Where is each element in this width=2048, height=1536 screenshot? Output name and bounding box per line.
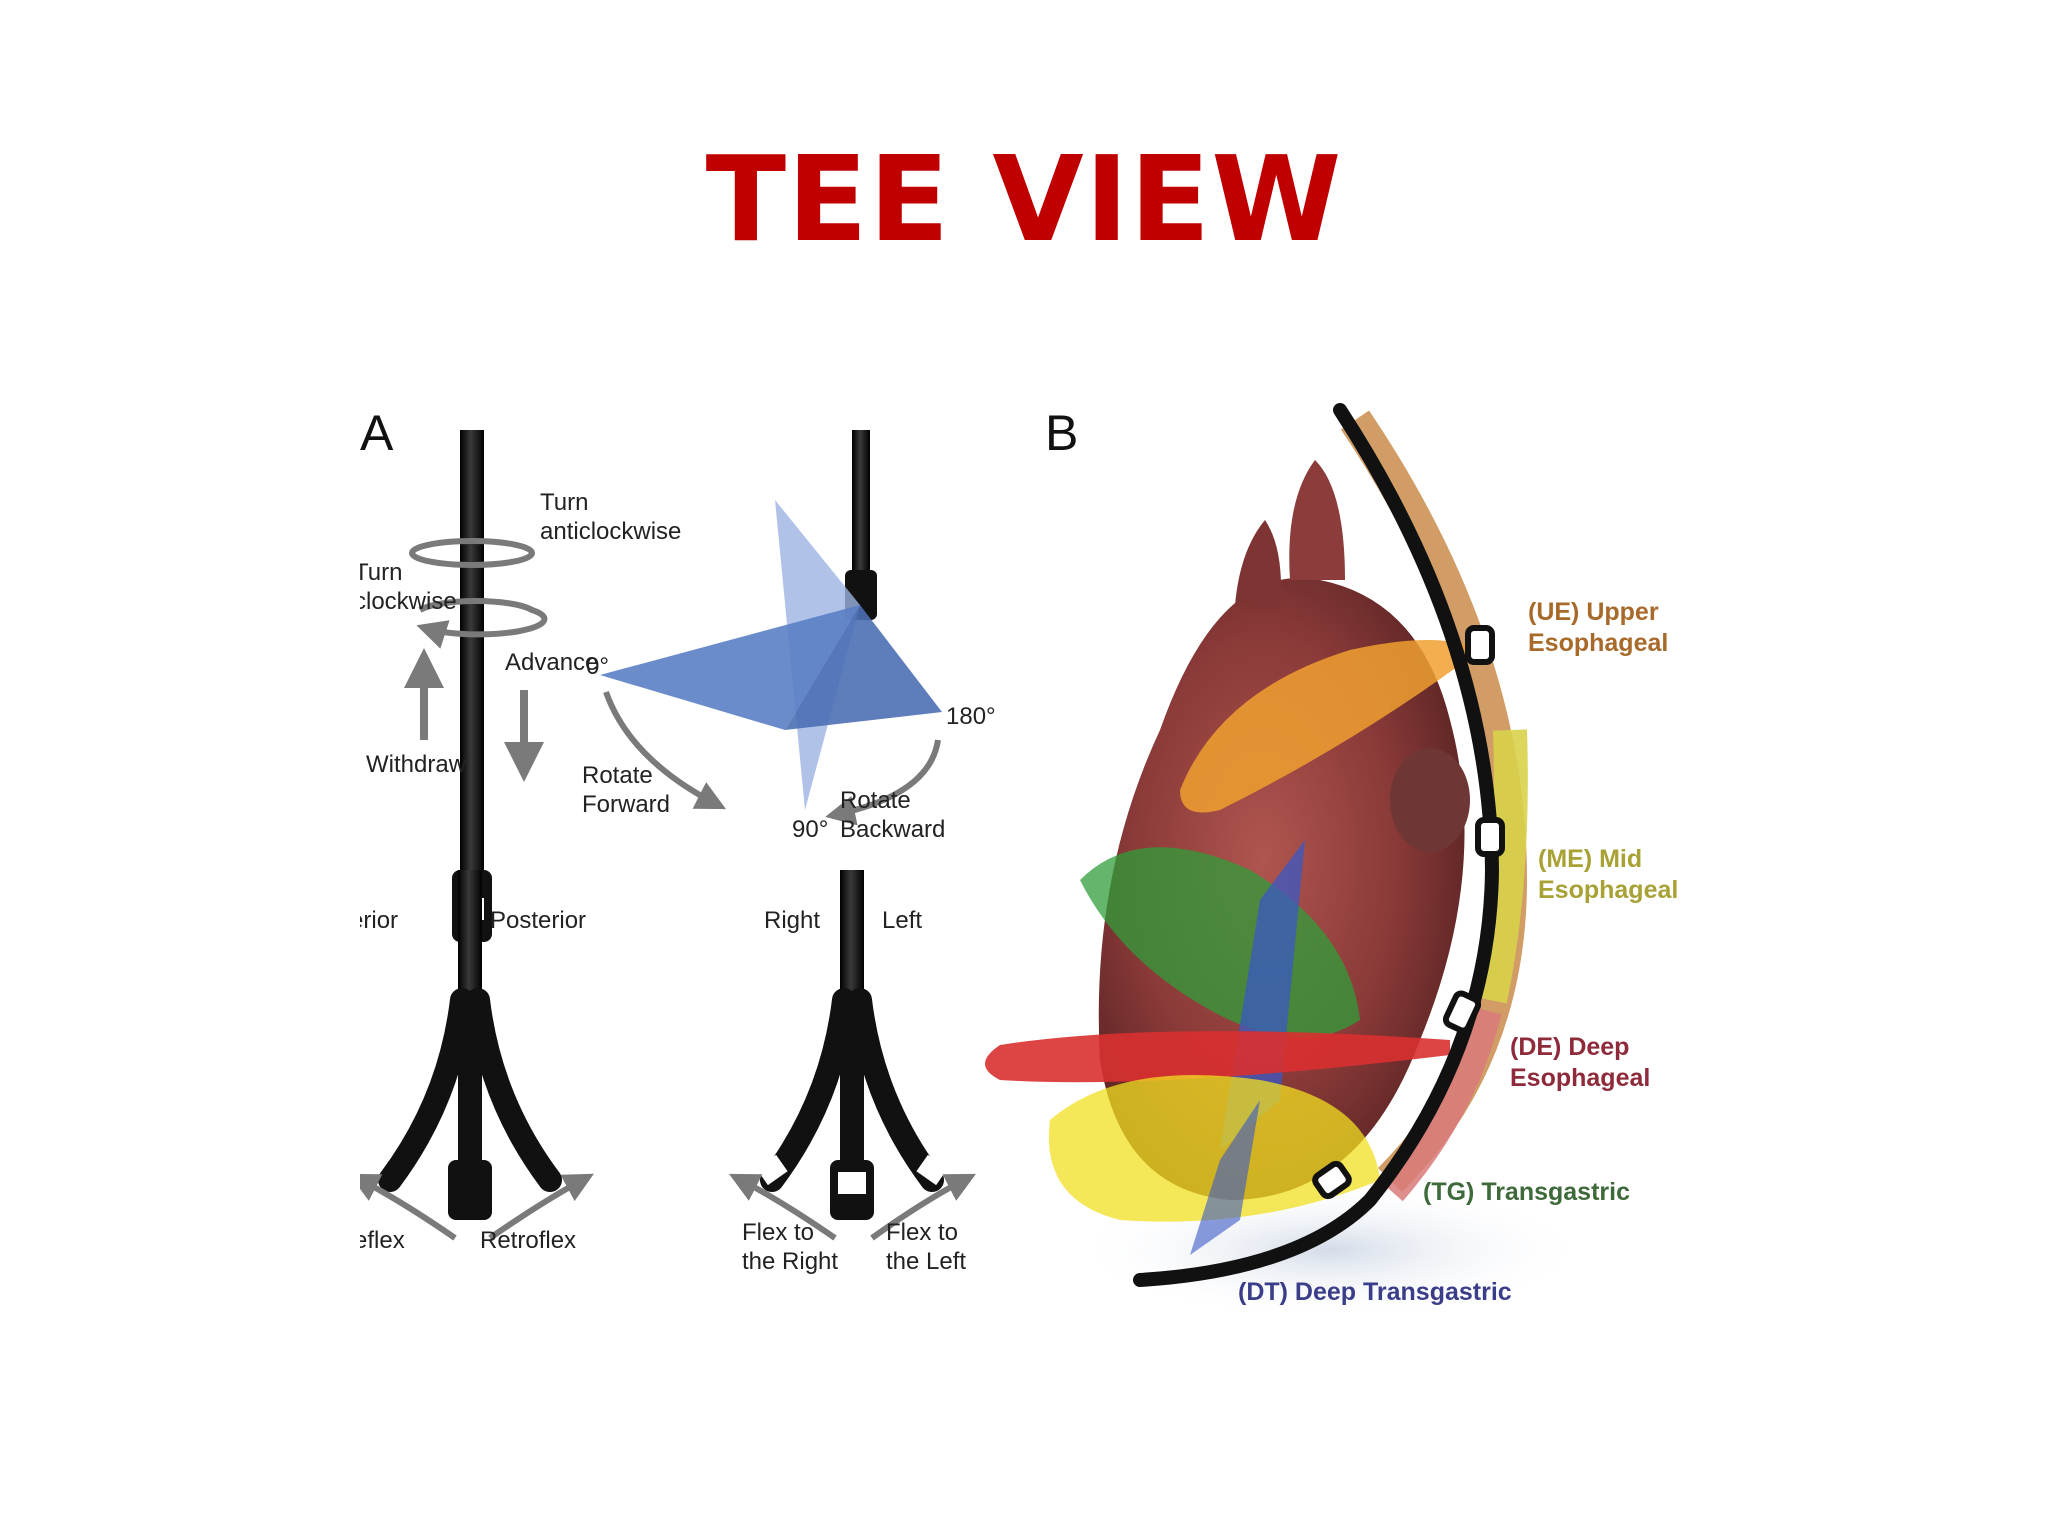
angle-90-label: 90° xyxy=(792,816,828,843)
panel-b-letter: B xyxy=(1045,405,1078,461)
tee-diagram: A Turn anticlockwise Turn clockwise Adva… xyxy=(360,403,1678,1320)
anteflex-retroflex-diagram xyxy=(360,870,594,1241)
retroflex-label: Retroflex xyxy=(480,1227,576,1254)
rotate-backward-arrow xyxy=(825,739,941,826)
probe-shaft xyxy=(458,870,482,1000)
probe-shaft xyxy=(840,870,864,1000)
retroflex-probe xyxy=(466,988,562,1192)
flex-right-left-diagram xyxy=(728,870,977,1241)
rotate-forward-label: Rotate Forward xyxy=(582,762,670,818)
multiplane-rotation-diagram xyxy=(600,430,942,826)
transgastric-plane xyxy=(1048,1075,1380,1222)
probe-rotation-diagram xyxy=(404,430,548,942)
deep-esophageal-plane xyxy=(985,1031,1450,1083)
clockwise-arrow xyxy=(416,598,548,649)
anterior-label: Anterior xyxy=(360,907,398,934)
retroflex-arrow xyxy=(488,1173,594,1241)
probe-position-de xyxy=(1442,990,1482,1034)
probe-shaft xyxy=(460,430,484,920)
probe-position-ue xyxy=(1465,625,1495,665)
transducer-window xyxy=(916,1154,948,1186)
plane-180-degree xyxy=(785,605,942,730)
level-label-transgastric: (TG) Transgastric xyxy=(1423,1178,1630,1206)
neutral-probe-tip xyxy=(448,1160,492,1220)
anteflex-arrow xyxy=(360,1173,457,1241)
transducer-window xyxy=(838,1172,866,1194)
deep-transgastric-plane xyxy=(1190,1100,1260,1255)
rotate-backward-label: Rotate Backward xyxy=(840,787,945,843)
turn-anticlockwise-label: Turn anticlockwise xyxy=(540,489,681,545)
angle-0-label: 0° xyxy=(586,653,609,680)
angle-180-label: 180° xyxy=(946,703,996,730)
esophagus-mid-band xyxy=(1473,729,1528,1004)
posterior-label: Posterior xyxy=(490,907,586,934)
heart-planes-illustration xyxy=(985,403,1590,1320)
flex-right-probe xyxy=(760,988,856,1192)
anteflex-probe xyxy=(378,988,474,1192)
upper-esophageal-plane xyxy=(1180,640,1480,813)
plane-0-degree xyxy=(600,605,860,730)
turn-clockwise-label: Turn clockwise xyxy=(360,559,457,615)
flex-right-label: Flex to the Right xyxy=(742,1219,838,1275)
flex-left-label: Flex to the Left xyxy=(886,1219,966,1275)
great-vessel xyxy=(1235,520,1281,610)
probe-position-me xyxy=(1475,817,1505,857)
anticlockwise-arrow xyxy=(409,538,535,568)
flex-left-arrow xyxy=(870,1173,977,1241)
flex-left-probe xyxy=(848,988,944,1192)
tee-figure: A Turn anticlockwise Turn clockwise Adva… xyxy=(360,400,1700,1360)
anteflex-label: Anteflex xyxy=(360,1227,405,1254)
level-label-deep-transgastric: (DT) Deep Transgastric xyxy=(1238,1278,1512,1306)
panel-a-letter: A xyxy=(360,405,394,461)
slide-title: TEE VIEW xyxy=(705,130,1343,268)
level-label-upper-esophageal: (UE) Upper Esophageal xyxy=(1528,598,1668,657)
vessel-opening xyxy=(1390,748,1470,852)
tee-probe xyxy=(1133,403,1500,1287)
level-label-deep-esophageal: (DE) Deep Esophageal xyxy=(1510,1033,1650,1092)
flex-right-arrow xyxy=(728,1173,837,1241)
level-label-mid-esophageal: (ME) Mid Esophageal xyxy=(1538,845,1678,904)
probe-position-tg xyxy=(1312,1160,1352,1200)
rotate-forward-arrow xyxy=(603,691,727,810)
advance-label: Advance xyxy=(505,649,598,676)
left-label: Left xyxy=(882,907,922,934)
withdraw-label: Withdraw xyxy=(366,751,467,778)
esophagus-deep-band xyxy=(1377,1005,1502,1202)
aorta xyxy=(1289,460,1345,580)
transducer-window xyxy=(756,1154,788,1186)
probe-shaft xyxy=(852,430,870,580)
right-label: Right xyxy=(764,907,820,934)
